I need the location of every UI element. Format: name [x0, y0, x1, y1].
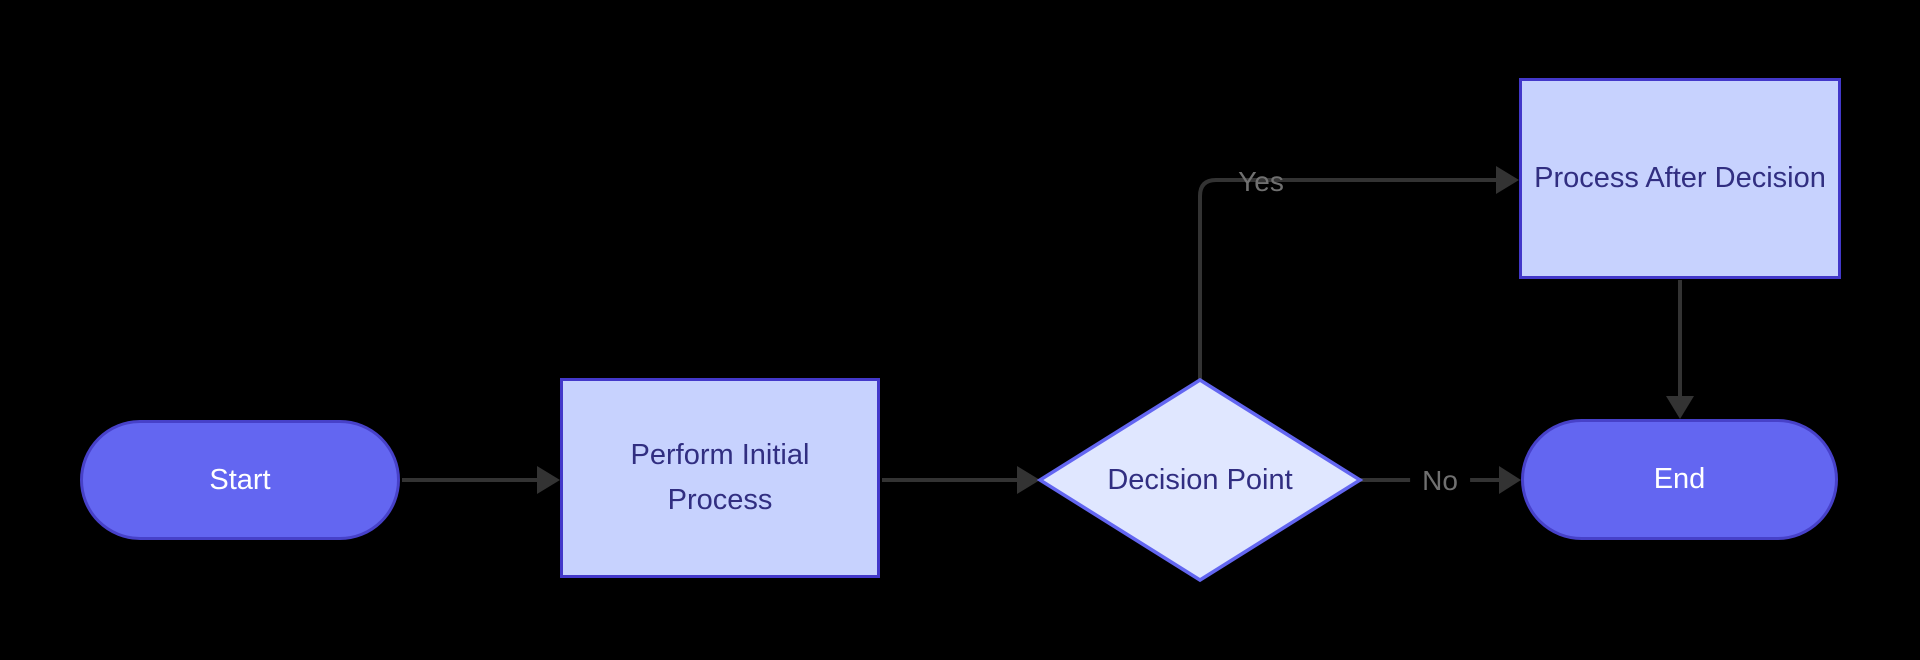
- edge-label-no: No: [1410, 463, 1470, 499]
- node-initial-process-label: Perform Initial Process: [630, 439, 810, 516]
- node-end: End: [1521, 419, 1838, 540]
- node-start-label: Start: [209, 463, 271, 496]
- node-decision-label: Decision Point: [1107, 463, 1293, 496]
- edge-label-yes: Yes: [1238, 166, 1284, 197]
- arrowhead-icon: [1017, 466, 1040, 494]
- arrowhead-icon: [1666, 396, 1694, 419]
- arrowhead-icon: [1499, 466, 1521, 494]
- node-decision: Decision Point: [1040, 380, 1360, 580]
- arrowhead-icon: [537, 466, 560, 494]
- node-after-decision: Process After Decision: [1519, 78, 1841, 279]
- edge-decision-yes: [1198, 178, 1496, 379]
- node-initial-process: Perform Initial Process: [560, 378, 880, 578]
- node-after-decision-label: Process After Decision: [1534, 162, 1826, 194]
- node-start: Start: [80, 420, 400, 540]
- arrowhead-icon: [1496, 166, 1519, 194]
- decision-node-shape: [1036, 377, 1364, 583]
- node-end-label: End: [1653, 463, 1706, 495]
